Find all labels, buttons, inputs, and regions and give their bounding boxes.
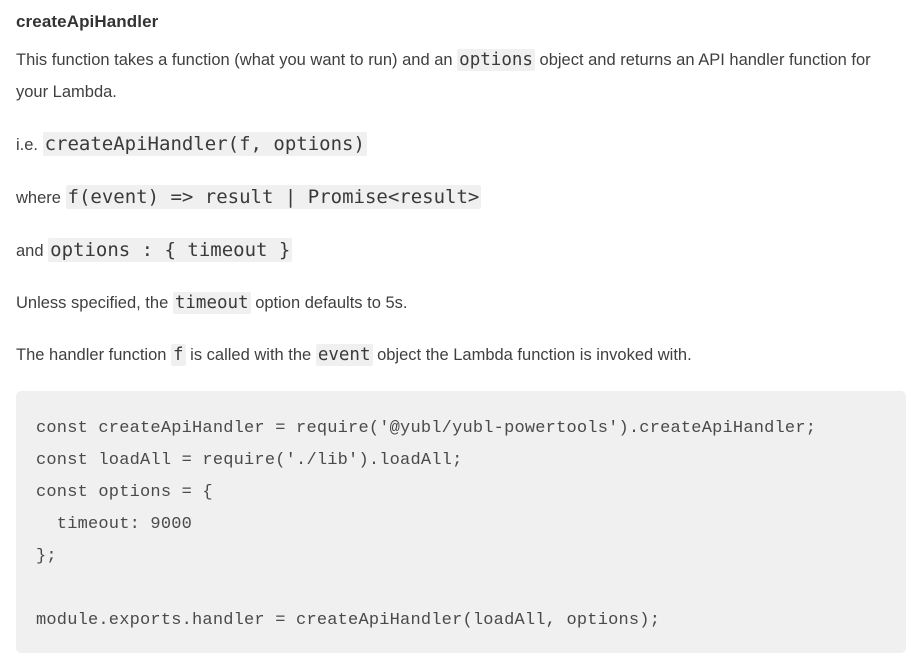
inline-code: createApiHandler(f, options) — [42, 132, 367, 156]
paragraph-text: This function takes a function (what you… — [16, 51, 458, 69]
code-block-content: const createApiHandler = require('@yubl/… — [36, 413, 906, 637]
paragraph-where: where f(event) => result | Promise<resul… — [16, 181, 896, 214]
code-line: const options = { — [36, 483, 213, 502]
paragraph-text: and — [16, 242, 49, 260]
paragraph-intro: This function takes a function (what you… — [16, 44, 896, 108]
paragraph-and: and options : { timeout } — [16, 234, 896, 267]
paragraph-list: This function takes a function (what you… — [16, 44, 908, 371]
paragraph-text: object and returns an API handler functi… — [16, 51, 871, 101]
paragraph-text: object the Lambda function is invoked wi… — [372, 346, 692, 364]
code-line: const createApiHandler = require('@yubl/… — [36, 419, 817, 438]
code-line — [36, 573, 906, 605]
paragraph-signature: i.e. createApiHandler(f, options) — [16, 128, 896, 161]
inline-code: options — [457, 49, 535, 71]
paragraph-text: is called with the — [185, 346, 316, 364]
inline-code: f — [171, 344, 186, 366]
paragraph-text: i.e. — [16, 136, 43, 154]
code-line: const loadAll = require('./lib').loadAll… — [36, 451, 463, 470]
inline-code: f(event) => result | Promise<result> — [65, 185, 482, 209]
inline-code: options : { timeout } — [48, 238, 293, 262]
code-line: }; — [36, 547, 57, 566]
paragraph-default-timeout: Unless specified, the timeout option def… — [16, 287, 896, 319]
inline-code: event — [315, 344, 373, 366]
paragraph-text: where — [16, 189, 66, 207]
paragraph-handler-event: The handler function f is called with th… — [16, 339, 896, 371]
code-block: const createApiHandler = require('@yubl/… — [16, 391, 906, 653]
inline-code: timeout — [172, 292, 251, 314]
page-title: createApiHandler — [16, 12, 159, 31]
code-line: module.exports.handler = createApiHandle… — [36, 611, 661, 630]
paragraph-text: Unless specified, the — [16, 294, 173, 312]
paragraph-text: The handler function — [16, 346, 172, 364]
paragraph-text: option defaults to 5s. — [250, 294, 408, 312]
documentation-article: createApiHandler This function takes a f… — [16, 12, 908, 653]
code-line: timeout: 9000 — [36, 515, 193, 534]
